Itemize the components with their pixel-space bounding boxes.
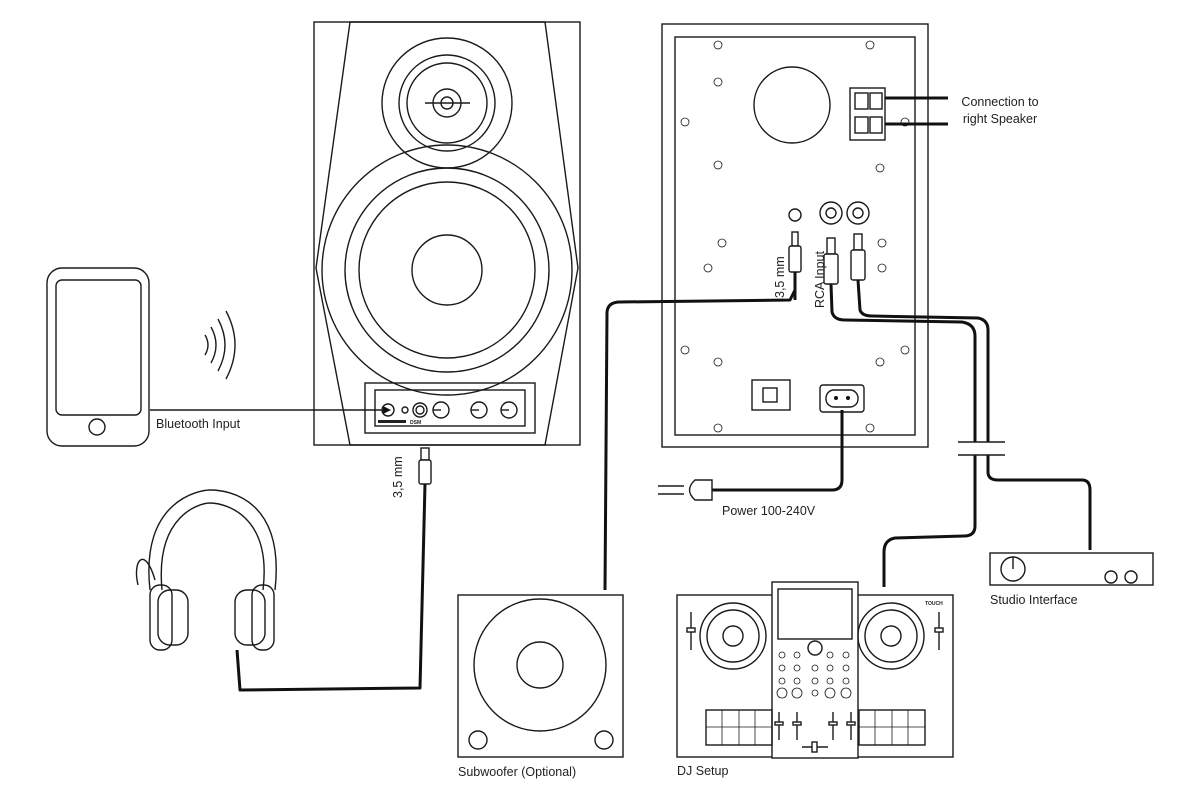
rca-cable-left: [829, 283, 977, 587]
aux-plug: [788, 231, 802, 300]
headphone-jack-label: 3,5 mm: [391, 456, 405, 498]
rca-plugs: [823, 233, 866, 285]
power-switch: [751, 379, 791, 411]
speaker-model: DSM: [410, 420, 421, 426]
bluetooth-waves-icon: [204, 310, 236, 380]
bluetooth-input-label: Bluetooth Input: [156, 417, 241, 431]
connection-label-line2: right Speaker: [963, 112, 1037, 126]
dj-setup-label: DJ Setup: [677, 764, 728, 778]
dj-brand: TOUCH: [925, 601, 943, 607]
rca-jacks: [819, 201, 870, 225]
power-plug: [658, 479, 713, 501]
dj-controller: TOUCH: [676, 581, 954, 759]
faders: [686, 612, 944, 753]
power-cable: [712, 410, 844, 492]
speaker-connection-wires: [885, 96, 948, 126]
tweeter: [381, 37, 513, 169]
power-label: Power 100-240V: [722, 504, 816, 518]
cable-break-symbol: [958, 441, 1005, 456]
mixer-knobs: [776, 651, 852, 699]
rca-input-label: RCA Input: [813, 250, 827, 308]
bluetooth-arrow: [150, 406, 391, 414]
studio-interface: [989, 552, 1154, 586]
studio-interface-label: Studio Interface: [990, 593, 1078, 607]
front-speaker: DSM: [313, 21, 581, 446]
subwoofer: [457, 594, 624, 758]
subwoofer-label: Subwoofer (Optional): [458, 765, 576, 779]
control-panel: DSM: [364, 382, 536, 434]
performance-pads: [705, 709, 926, 746]
smartphone: [46, 267, 150, 447]
connection-label-line1: Connection to: [961, 95, 1038, 109]
rear-jack-label: 3,5 mm: [773, 256, 787, 298]
aux-jack: [788, 208, 802, 222]
woofer: [321, 144, 573, 396]
screws: [680, 40, 910, 433]
power-socket: [819, 384, 865, 413]
headphone-plug: [418, 447, 432, 485]
headphones: [135, 489, 277, 651]
headphone-cable: [235, 483, 427, 692]
rca-cable-right: [856, 279, 1092, 550]
speaker-terminal: [849, 87, 886, 141]
subwoofer-cable: [603, 289, 797, 591]
